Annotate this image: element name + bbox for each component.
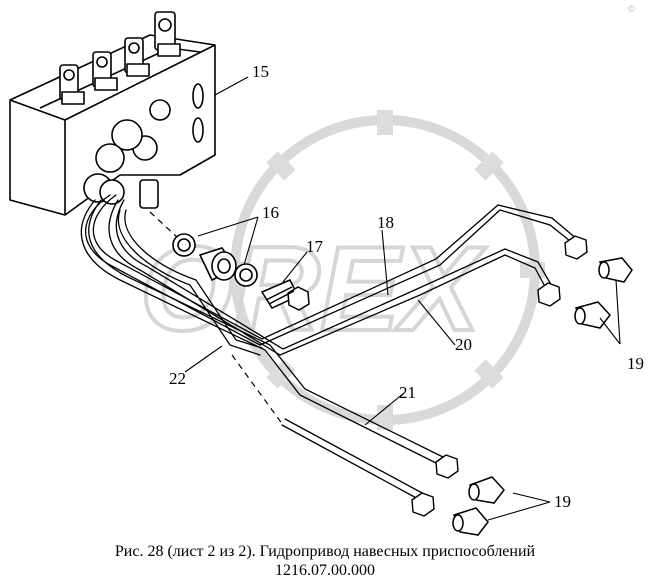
valve-levers [59,11,181,105]
callout-22: 22 [169,369,186,388]
callout-20: 20 [455,335,472,354]
callout-15: 15 [252,62,269,81]
leader-lines [184,76,621,521]
callout-19-upper: 19 [627,354,644,373]
copyright-mark: © [628,4,635,14]
seal-rings [172,233,258,287]
callout-16: 16 [262,203,279,222]
hollow-bolt-body [198,247,238,282]
elbow-fittings [452,257,633,536]
banjo-bolt [260,279,310,311]
figure-part-number: 1216.07.00.000 [275,562,375,579]
figure-caption: Рис. 28 (лист 2 из 2). Гидропривод навес… [114,543,536,560]
pipes [80,194,579,501]
callout-18: 18 [377,213,394,232]
valve-block [9,11,216,216]
dashed-leaders [149,211,284,426]
pipe-nuts [411,235,588,517]
callout-21: 21 [399,383,416,402]
callout-17: 17 [306,237,324,256]
callout-19-lower: 19 [554,492,571,511]
callouts: 15 16 17 18 19 20 21 22 19 [169,62,644,511]
